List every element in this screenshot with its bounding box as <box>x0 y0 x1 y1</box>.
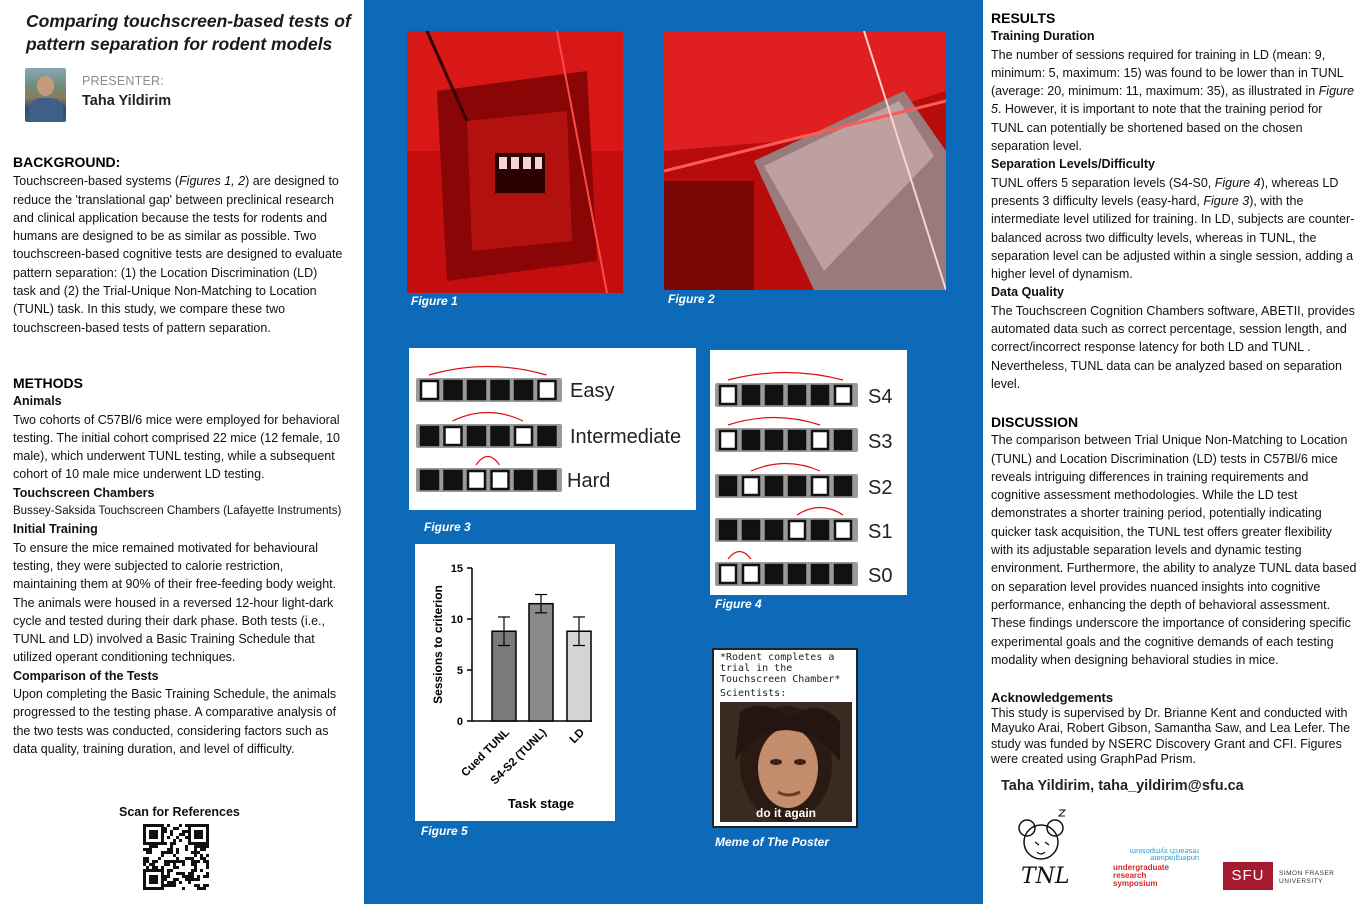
background-text-2: ) are designed to reduce the 'translatio… <box>13 174 343 335</box>
discussion-heading: DISCUSSION <box>991 414 1079 430</box>
acknowledgements-section: Acknowledgements This study is supervise… <box>991 690 1357 768</box>
figure-3-label: Figure 3 <box>424 520 471 534</box>
fig3-row: Easy <box>416 365 614 402</box>
separation-text: TUNL offers 5 separation levels (S4-S0, … <box>991 175 1355 282</box>
training-text: To ensure the mice remained motivated fo… <box>13 540 337 665</box>
figure-1-photo <box>407 31 623 293</box>
fig4-row: S0 <box>715 550 892 587</box>
contact-info[interactable]: Taha Yildirim, taha_yildirim@sfu.ca <box>1001 778 1244 794</box>
meme-panel: *Rodent completes a trial in the Touchsc… <box>712 648 858 828</box>
figure-4-label: Figure 4 <box>715 597 762 611</box>
fig3-row: Intermediate <box>416 412 681 448</box>
y-tick-label: 15 <box>451 563 463 575</box>
y-axis-label: Sessions to criterion <box>431 585 445 704</box>
fig4-row: S2 <box>715 462 892 499</box>
methods-heading: METHODS <box>13 375 83 391</box>
meme-subtitle: do it again <box>756 806 816 820</box>
duration-text: The number of sessions required for trai… <box>991 47 1355 154</box>
presenter-avatar <box>25 68 66 122</box>
separation-heading: Separation Levels/Difficulty <box>991 157 1155 172</box>
fig4-level-label: S2 <box>868 477 892 499</box>
results-section: RESULTS Training Duration The number of … <box>991 9 1357 393</box>
fig3-level-label: Hard <box>567 470 610 492</box>
fig4-row: S3 <box>715 416 892 453</box>
fig3-level-label: Intermediate <box>570 426 681 448</box>
duration-heading: Training Duration <box>991 29 1095 44</box>
fig4-row: S1 <box>715 506 892 543</box>
tnl-logo-text: TNL <box>1021 864 1070 889</box>
fig4-level-label: S3 <box>868 431 892 453</box>
animals-heading: Animals <box>13 394 62 409</box>
meme-image: do it again <box>720 702 852 822</box>
sfu-logo-mark: SFU <box>1223 862 1273 890</box>
fig3-level-label: Easy <box>570 380 614 402</box>
discussion-text: The comparison between Trial Unique Non-… <box>991 433 1357 667</box>
x-axis-label: Task stage <box>508 796 574 811</box>
training-heading: Initial Training <box>13 522 98 537</box>
data-quality-heading: Data Quality <box>991 285 1064 300</box>
comparison-text: Upon completing the Basic Training Sched… <box>13 687 337 756</box>
y-tick-label: 5 <box>457 665 463 677</box>
meme-scientists: Scientists: <box>720 688 787 699</box>
animals-text: Two cohorts of C57Bl/6 mice were employe… <box>13 412 341 482</box>
ack-text: This study is supervised by Dr. Brianne … <box>991 705 1351 767</box>
figure-5-label: Figure 5 <box>421 824 468 838</box>
poster-title: Comparing touchscreen-based tests of pat… <box>26 11 351 54</box>
meme-caption: *Rodent completes a trial in the Touchsc… <box>720 652 841 685</box>
figure-2-label: Figure 2 <box>668 292 715 306</box>
fig4-level-label: S0 <box>868 565 892 587</box>
background-heading: BACKGROUND <box>13 154 116 170</box>
fig4-row: S4 <box>715 371 892 408</box>
data-quality-text: The Touchscreen Cognition Chambers softw… <box>991 303 1355 391</box>
chambers-heading: Touchscreen Chambers <box>13 485 155 500</box>
tnl-logo: TNL <box>1015 804 1075 896</box>
fig4-level-label: S4 <box>868 386 892 408</box>
figure-2-photo <box>664 31 946 290</box>
x-tick-label: LD <box>568 727 587 746</box>
fig3-row: Hard <box>416 455 610 492</box>
left-column: Comparing touchscreen-based tests of pat… <box>0 0 364 904</box>
background-fig-ref: Figures 1, 2 <box>179 174 246 189</box>
bar <box>528 602 554 722</box>
meme-label: Meme of The Poster <box>715 835 830 849</box>
urs-logo: undergraduate research symposium undergr… <box>1111 847 1201 892</box>
comparison-heading: Comparison of the Tests <box>13 668 159 683</box>
ack-heading: Acknowledgements <box>991 690 1114 705</box>
results-heading: RESULTS <box>991 10 1056 26</box>
figure-1-label: Figure 1 <box>411 294 458 308</box>
y-tick-label: 0 <box>457 716 463 728</box>
qr-code[interactable] <box>143 824 209 890</box>
discussion-section: DISCUSSION The comparison between Trial … <box>991 413 1357 669</box>
background-text-1: Touchscreen-based systems ( <box>13 174 180 189</box>
scan-label: Scan for References <box>119 805 240 819</box>
presenter-name: Taha Yildirim <box>82 93 172 109</box>
background-section: BACKGROUND: Touchscreen-based systems (F… <box>13 154 343 335</box>
bar <box>491 630 517 722</box>
chambers-text: Bussey-Saksida Touchscreen Chambers (Laf… <box>13 505 342 518</box>
urs-logo-mirror: undergraduate research symposium <box>1129 847 1199 863</box>
presenter-label: PRESENTER: <box>82 74 164 88</box>
methods-section: METHODS Animals Two cohorts of C57Bl/6 m… <box>13 374 343 758</box>
fig4-level-label: S1 <box>868 521 892 543</box>
bar <box>566 630 592 722</box>
right-column: RESULTS Training Duration The number of … <box>983 0 1362 904</box>
y-tick-label: 10 <box>451 614 463 626</box>
